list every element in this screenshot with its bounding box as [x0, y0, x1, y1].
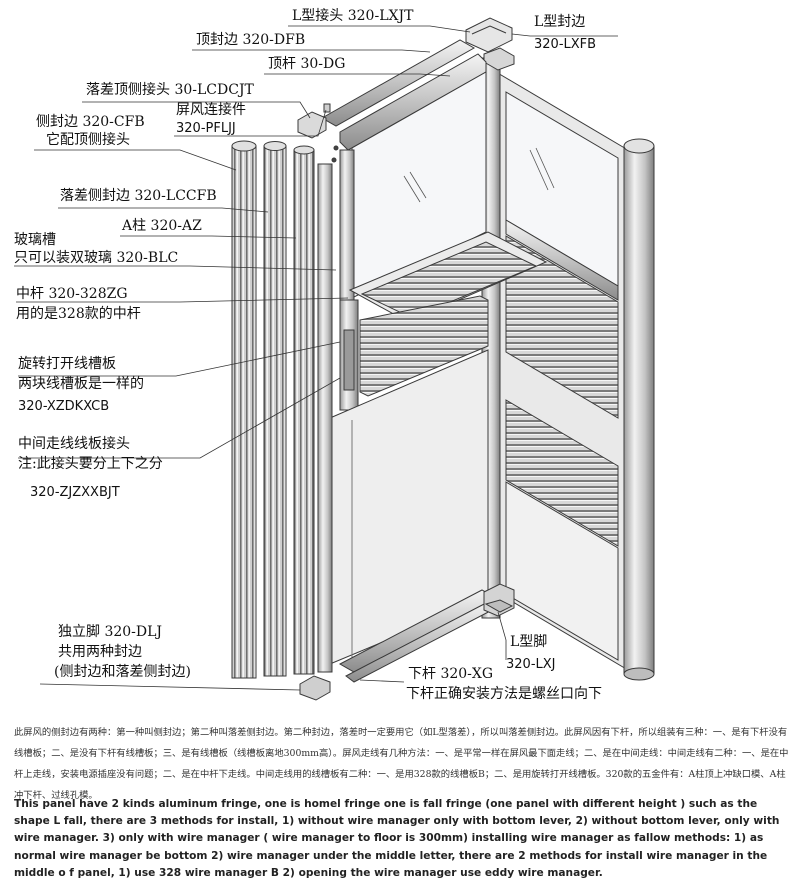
panel-illustration	[14, 17, 655, 701]
leader-l-edge	[511, 33, 618, 37]
leader-l-joint	[288, 25, 471, 33]
side-edge-profile	[231, 145, 257, 679]
leader-top-edge	[192, 49, 431, 53]
label-l-foot-code: 320-LXJ	[506, 657, 556, 672]
english-notes: This panel have 2 kinds aluminum fringe,…	[14, 798, 780, 879]
label-foot: 独立脚 320-DLJ	[58, 624, 163, 640]
label-wire-board: 旋转打开线槽板	[18, 356, 116, 372]
label-side-edge: 侧封边 320-CFB	[36, 114, 145, 130]
glass-reflection	[403, 175, 421, 203]
l-joint-cap	[465, 17, 513, 53]
screw	[333, 145, 339, 151]
leader-bottom-rail	[359, 679, 405, 683]
step-side-edge-top	[263, 141, 287, 151]
exploded-diagram: L型接头 320-LXJT 顶封边 320-DFB L型封边 320-LXFB …	[14, 8, 655, 702]
end-post-cap	[623, 138, 655, 154]
side-edge-top	[231, 140, 257, 152]
glass-slot-profile	[339, 149, 355, 301]
label-bottom-rail: 下杆 320-XG	[408, 666, 494, 682]
label-a-post: A柱 320-AZ	[122, 218, 202, 234]
label-top-rail: 顶杆 30-DG	[268, 56, 346, 72]
connector-bolt	[323, 103, 331, 113]
label-wire-board-note: 两块线槽板是一样的	[18, 376, 144, 392]
leader-mid-rail	[16, 297, 349, 303]
label-l-edge: L型封边	[534, 14, 586, 30]
label-side-edge-note: 它配顶侧接头	[46, 132, 130, 148]
label-bottom-rail-note: 下杆正确安装方法是螺丝口向下	[406, 686, 602, 702]
rear-louver	[505, 235, 619, 419]
leader-wire-board	[18, 341, 341, 377]
label-l-edge-code: 320-LXFB	[534, 37, 597, 52]
label-step-side-edge: 落差侧封边 320-LCCFB	[60, 188, 217, 204]
label-mid-joint-note: 注:此接头要分上下之分	[18, 456, 163, 472]
label-foot-note: 共用两种封边	[58, 644, 142, 660]
leader-top-rail	[264, 73, 451, 77]
end-post-foot	[623, 667, 655, 681]
top-components	[297, 17, 515, 163]
leader-mid-joint	[18, 377, 341, 459]
rotating-wire-board	[359, 295, 489, 397]
label-mid-rail: 中杆 320-328ZG	[16, 286, 128, 302]
leader-step-top	[82, 101, 311, 119]
l-foot-bracket	[484, 599, 514, 613]
rear-panel	[481, 57, 655, 681]
leader-side-edge	[34, 149, 237, 171]
a-post-profile	[293, 149, 315, 675]
glass-slot-strip	[317, 163, 333, 673]
glass-reflection	[409, 171, 427, 199]
chinese-notes: 此屏风的侧封边有两种：第一种叫侧封边；第二种叫落差侧封边。第二种封边，落差时一定…	[14, 727, 789, 801]
a-post-top	[293, 145, 315, 155]
label-l-foot: L型脚	[510, 634, 548, 650]
label-wire-board-code: 320-XZDKXCB	[18, 399, 110, 414]
leader-glass-slot	[14, 265, 337, 271]
label-mid-joint: 中间走线线板接头	[18, 436, 130, 452]
l-joint-cap-detail	[471, 25, 507, 35]
leader-a-post	[120, 235, 297, 239]
wire-channel-detail	[343, 329, 355, 391]
middle-rail-louver	[360, 241, 538, 319]
top-edge-strip	[320, 39, 476, 127]
label-mid-rail-note: 用的是328款的中杆	[16, 306, 141, 322]
label-step-top-joint: 落差顶侧接头 30-LCDCJT	[86, 82, 254, 98]
front-panel	[329, 71, 548, 665]
rear-bottom-panel	[505, 481, 619, 661]
label-glass-slot: 玻璃槽	[14, 232, 56, 248]
bottom-components	[299, 583, 515, 701]
glass-reflection	[535, 147, 555, 189]
leader-l-foot	[497, 611, 507, 660]
screw	[331, 157, 337, 163]
independent-foot	[299, 675, 331, 701]
exploded-profiles	[231, 140, 333, 679]
label-l-joint: L型接头 320-LXJT	[292, 8, 414, 24]
label-connector: 屏风连接件	[176, 102, 246, 118]
leader-foot	[39, 683, 301, 691]
leader-lines	[14, 25, 618, 691]
label-foot-note-2: (侧封边和落差侧封边)	[54, 664, 191, 680]
label-glass-slot-note: 只可以装双玻璃 320-BLC	[14, 250, 179, 266]
leader-step-side-edge	[58, 207, 269, 213]
glass-reflection	[529, 149, 549, 191]
leader-connector	[174, 109, 327, 137]
label-mid-joint-code: 320-ZJZXXBJT	[30, 485, 120, 500]
label-connector-code: 320-PFLJJ	[176, 121, 236, 136]
rear-mid-rail	[505, 219, 619, 301]
rear-wire-channel	[505, 399, 619, 547]
label-top-edge: 顶封边 320-DFB	[196, 32, 306, 48]
end-post	[623, 145, 655, 675]
